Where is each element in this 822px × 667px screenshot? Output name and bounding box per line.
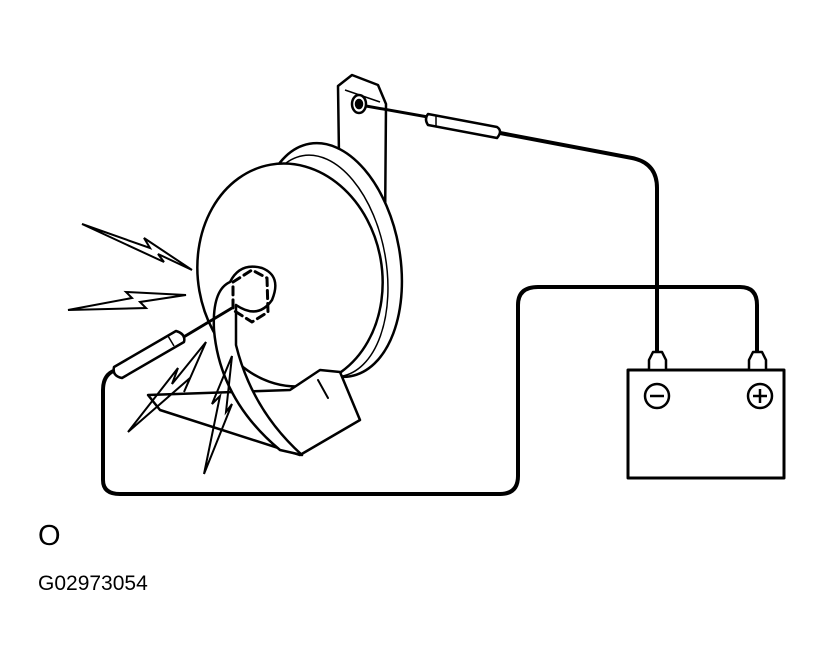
figure-id: G02973054 <box>38 572 148 595</box>
battery-negative-post <box>647 350 668 372</box>
horn-inner-dashed <box>231 268 270 324</box>
sound-wave-icon <box>67 290 187 311</box>
wiring <box>101 131 759 496</box>
wire-horn-to-positive <box>101 285 759 496</box>
sound-waves <box>67 223 233 475</box>
horn <box>146 141 404 457</box>
test-lead-horn <box>112 306 233 380</box>
battery <box>626 350 786 480</box>
plus-circle-icon <box>746 382 774 410</box>
sound-wave-icon <box>127 341 207 433</box>
horn-spiral <box>212 265 304 457</box>
minus-circle-icon <box>643 382 671 410</box>
sound-wave-icon <box>81 223 193 271</box>
sound-wave-icon <box>203 355 233 475</box>
battery-positive-post <box>747 350 768 372</box>
wire-bracket-to-negative <box>498 131 659 354</box>
result-mark: O <box>38 520 61 552</box>
test-lead-bracket <box>365 104 502 140</box>
